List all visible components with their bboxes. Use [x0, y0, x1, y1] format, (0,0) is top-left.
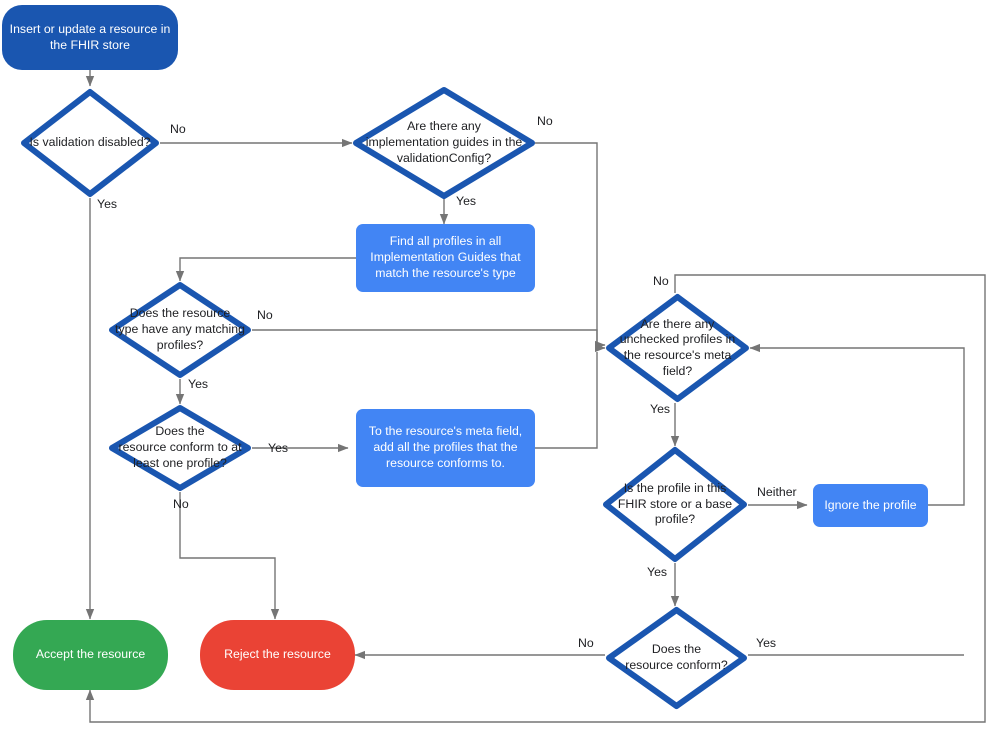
node-matching-profiles-label: Does the resource type have any matching…: [115, 306, 245, 352]
node-conform-one-profile[interactable]: Does the resource conform to at least on…: [108, 404, 252, 492]
edge-label-matching-yes: Yes: [188, 377, 209, 391]
edge-matching-no: [252, 329, 606, 350]
node-add-profiles-meta-label: To the resource's meta field, add all th…: [368, 424, 523, 470]
node-accept[interactable]: Accept the resource: [13, 620, 168, 690]
diamond-shape: [109, 282, 251, 378]
node-unchecked-profiles[interactable]: Are there any unchecked profiles in the …: [605, 293, 750, 403]
node-find-profiles[interactable]: Find all profiles in all Implementation …: [356, 224, 535, 292]
node-implementation-guides-label: Are there any implementation guides in t…: [365, 119, 523, 165]
edge-label-profile-neither: Neither: [757, 485, 797, 499]
diamond-shape: [606, 607, 747, 709]
edge-conformone-no: [179, 492, 280, 620]
diamond-shape: [353, 87, 535, 199]
node-ignore-profile[interactable]: Ignore the profile: [813, 484, 928, 527]
node-find-profiles-label: Find all profiles in all Implementation …: [370, 234, 521, 280]
edge-label-ig-yes: Yes: [456, 194, 477, 208]
node-resource-conform[interactable]: Does the resource conform?: [605, 606, 748, 710]
node-unchecked-profiles-label: Are there any unchecked profiles in the …: [619, 316, 736, 378]
edge-label-conformone-yes: Yes: [268, 441, 289, 455]
node-ignore-profile-label: Ignore the profile: [824, 497, 917, 512]
node-resource-conform-label: Does the resource conform?: [625, 642, 728, 672]
node-profile-in-store[interactable]: Is the profile in this FHIR store or a b…: [602, 446, 748, 563]
edge-label-validation-yes: Yes: [97, 197, 118, 211]
node-implementation-guides[interactable]: Are there any implementation guides in t…: [352, 86, 536, 200]
edge-label-unchecked-yes: Yes: [650, 402, 671, 416]
node-conform-one-profile-label: Does the resource conform to at least on…: [118, 424, 242, 470]
edge-label-conform-no: No: [578, 636, 594, 650]
diamond-shape: [606, 294, 749, 402]
edge-label-ig-no: No: [537, 114, 553, 128]
node-start[interactable]: Insert or update a resource in the FHIR …: [2, 5, 178, 70]
node-is-validation-disabled-label: Is validation disabled?: [29, 135, 151, 150]
edge-label-validation-no: No: [170, 122, 186, 136]
node-reject[interactable]: Reject the resource: [200, 620, 355, 690]
node-add-profiles-meta[interactable]: To the resource's meta field, add all th…: [356, 409, 535, 487]
edge-findprofiles-to-matching: [175, 257, 356, 282]
node-accept-label: Accept the resource: [35, 647, 146, 662]
edge-addmeta-to-unchecked: [535, 352, 598, 449]
node-reject-label: Reject the resource: [224, 647, 331, 662]
diamond-shape: [603, 447, 747, 562]
edge-ignore-to-unchecked: [749, 343, 965, 506]
diamond-shape: [21, 89, 159, 197]
node-matching-profiles[interactable]: Does the resource type have any matching…: [108, 281, 252, 379]
node-profile-in-store-label: Is the profile in this FHIR store or a b…: [617, 480, 733, 527]
edge-label-unchecked-no: No: [653, 274, 669, 288]
edge-label-conformone-no: No: [173, 497, 189, 511]
node-is-validation-disabled[interactable]: Is validation disabled?: [20, 88, 160, 198]
edge-label-profile-yes: Yes: [647, 565, 668, 579]
diamond-shape: [109, 405, 251, 491]
edge-label-conform-yes: Yes: [756, 636, 777, 650]
node-start-label: Insert or update a resource in the FHIR …: [9, 21, 171, 52]
edge-label-matching-no: No: [257, 308, 273, 322]
edge-unchecked-no: [85, 274, 986, 723]
